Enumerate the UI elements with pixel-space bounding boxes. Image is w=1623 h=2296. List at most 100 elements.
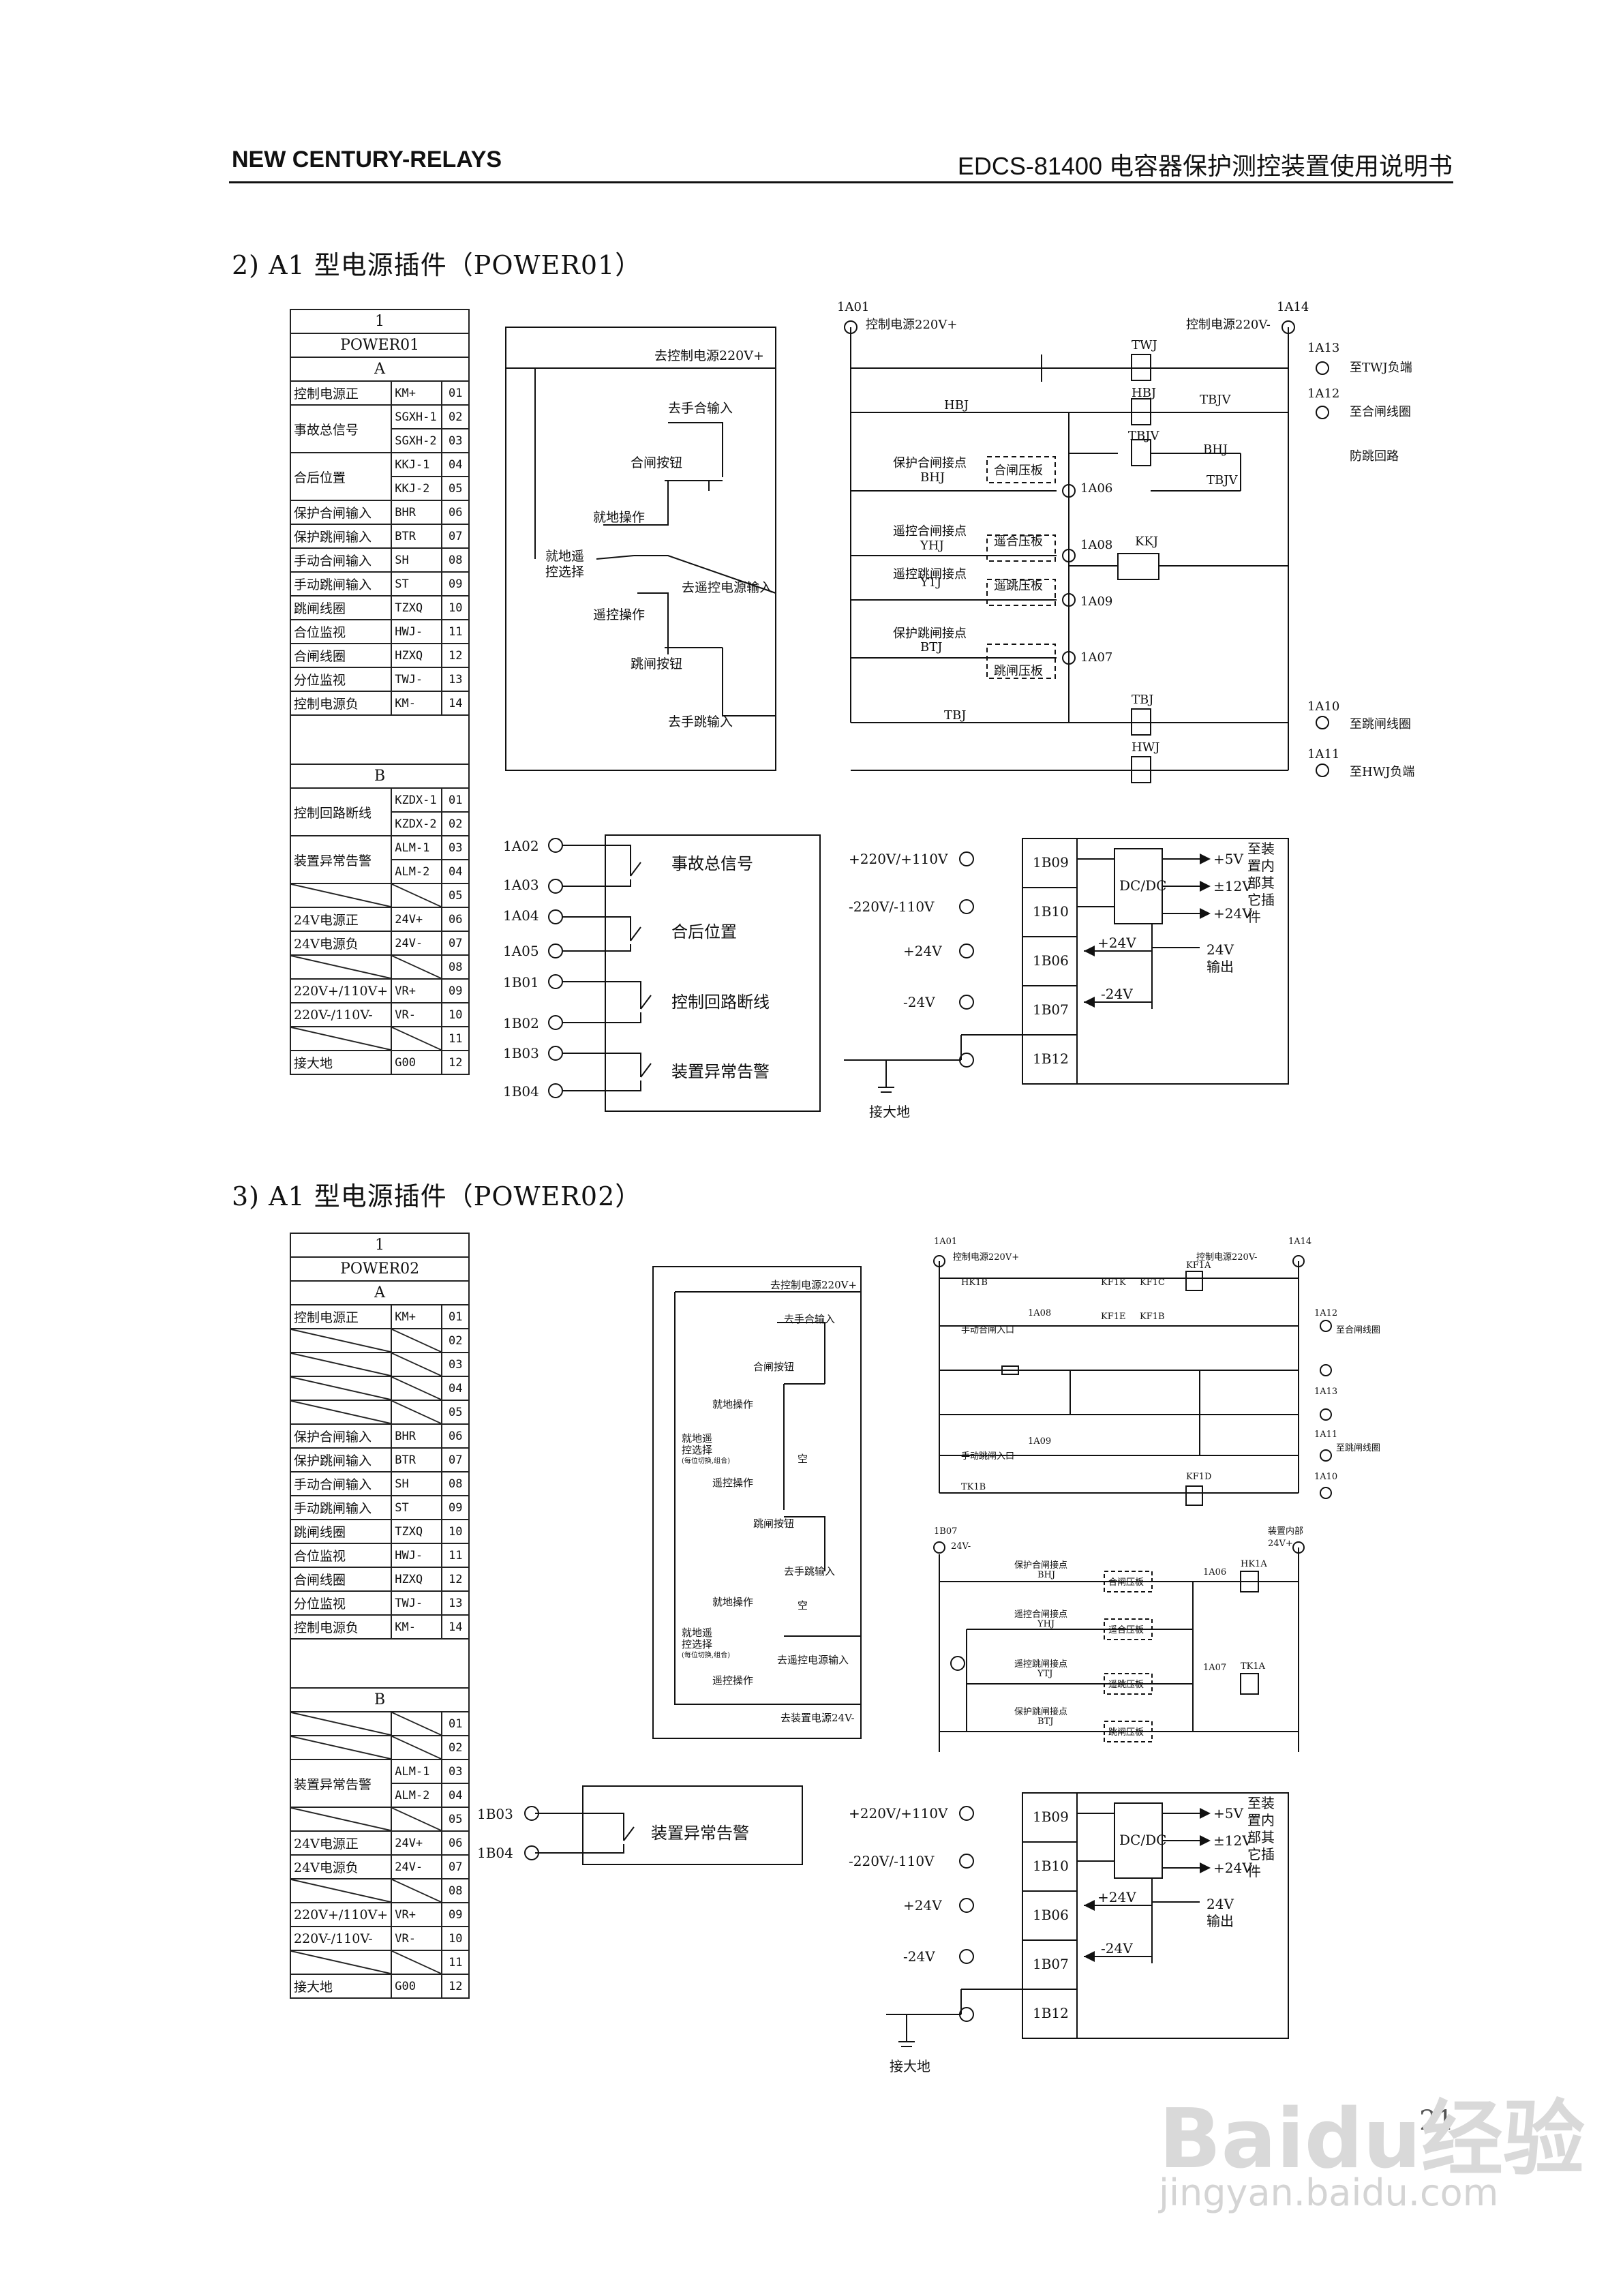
c2-1A11: 1A11 bbox=[1314, 1430, 1337, 1440]
table-cell: BTR bbox=[391, 1447, 443, 1472]
table-cell: KM- bbox=[391, 1614, 443, 1640]
pw2-p24: +24V bbox=[903, 1897, 942, 1914]
c1-plate-rclose: 遥合压板 bbox=[994, 534, 1043, 549]
table-cell: BTR bbox=[391, 524, 443, 549]
signal-box bbox=[605, 834, 821, 1112]
label2-close-button: 合闸按钮 bbox=[753, 1361, 794, 1373]
c2-1A12: 1A12 bbox=[1314, 1308, 1337, 1318]
table-cell-empty bbox=[289, 954, 393, 980]
pw2-ground: 接大地 bbox=[890, 2058, 930, 2074]
table-cell: SGXH-1 bbox=[391, 404, 443, 429]
c1-ytj: YTJ bbox=[920, 575, 941, 590]
table-cell: HWJ- bbox=[391, 1543, 443, 1568]
table-cell: KM+ bbox=[391, 1304, 443, 1329]
c2-kf1d: KF1D bbox=[1186, 1472, 1211, 1482]
sig-1B03: 1B03 bbox=[503, 1045, 539, 1061]
power-box-2 bbox=[1022, 1792, 1289, 2039]
header-right: EDCS-81400 电容器保护测控装置使用说明书 bbox=[957, 152, 1453, 180]
table-cell: 12 bbox=[441, 1050, 470, 1075]
label-close-button: 合闸按钮 bbox=[631, 455, 682, 470]
table-cell-empty bbox=[391, 1735, 443, 1760]
table-cell: KM- bbox=[391, 691, 443, 716]
table-cell: 06 bbox=[441, 1423, 470, 1449]
pw1-B09: 1B09 bbox=[1033, 854, 1069, 871]
table-cell: 保护合闸输入 bbox=[289, 500, 393, 525]
c1-prot-trip: 保护跳闸接点 bbox=[893, 626, 967, 641]
table-cell: 24V+ bbox=[391, 907, 443, 932]
sig-alarm: 装置异常告警 bbox=[671, 1062, 770, 1081]
pw1-v12: ±12V bbox=[1213, 878, 1252, 894]
label2-local-remote-b: 就地遥 bbox=[682, 1627, 712, 1639]
pw2-m24: -24V bbox=[903, 1948, 935, 1965]
c2-kf1a: KF1A bbox=[1186, 1260, 1211, 1271]
table-cell: 分位监视 bbox=[289, 1590, 393, 1616]
label2-remote-op: 遥控操作 bbox=[712, 1477, 753, 1489]
c1-btj: BTJ bbox=[920, 640, 942, 654]
table-cell-empty bbox=[289, 883, 393, 908]
table-cell: HZXQ bbox=[391, 1567, 443, 1592]
table-cell: 跳闸线圈 bbox=[289, 595, 393, 620]
table-cell: 14 bbox=[441, 691, 470, 716]
c1-1A12: 1A12 bbox=[1307, 387, 1339, 401]
sig-ctrl-break: 控制回路断线 bbox=[671, 993, 770, 1012]
table-cell-empty bbox=[289, 1878, 393, 1903]
c1-tbjv: TBJV bbox=[1200, 393, 1231, 407]
table-cell: 06 bbox=[441, 500, 470, 525]
power-box-1 bbox=[1022, 838, 1289, 1085]
c2-24vp: 24V+ bbox=[1268, 1539, 1293, 1549]
pw1-B10: 1B10 bbox=[1033, 903, 1069, 920]
section-title-power01: 2) A1 型电源插件（POWER01） bbox=[232, 250, 642, 280]
c1-hbj-coil: HBJ bbox=[1132, 386, 1156, 400]
table-cell-empty bbox=[289, 1376, 393, 1401]
table-slot: 1 bbox=[289, 1233, 470, 1258]
c1-1A08: 1A08 bbox=[1080, 538, 1112, 552]
pw2-v5: +5V bbox=[1213, 1805, 1243, 1822]
c2-btj: BTJ bbox=[1037, 1717, 1053, 1727]
c1-bhj-anti: BHJ bbox=[1203, 442, 1228, 457]
table-cell: 装置异常告警 bbox=[289, 1759, 393, 1808]
pw1-p24b: +24V bbox=[1097, 935, 1136, 951]
label-remote-op: 遥控操作 bbox=[593, 607, 645, 622]
sig-1A02: 1A02 bbox=[503, 838, 539, 854]
pw2-to-dev3: 部其 bbox=[1247, 1829, 1275, 1845]
label2-trip-button: 跳闸按钮 bbox=[753, 1517, 794, 1530]
label2-empty-b: 空 bbox=[798, 1599, 808, 1612]
table-cell: ALM-1 bbox=[391, 835, 443, 860]
table-model: POWER02 bbox=[289, 1256, 470, 1282]
table-cell: 07 bbox=[441, 931, 470, 956]
table-cell: 控制电源正 bbox=[289, 380, 393, 406]
c2-ytj: YTJ bbox=[1037, 1669, 1052, 1679]
table-cell: 11 bbox=[441, 1950, 470, 1975]
table-cell: VR+ bbox=[391, 1902, 443, 1927]
table-cell-empty bbox=[391, 1328, 443, 1353]
table-cell: 接大地 bbox=[289, 1050, 393, 1075]
c2-1A08: 1A08 bbox=[1028, 1308, 1051, 1318]
pw2-B10: 1B10 bbox=[1033, 1858, 1069, 1874]
table-cell: 02 bbox=[441, 1328, 470, 1353]
table-cell: 跳闸线圈 bbox=[289, 1519, 393, 1544]
label2-local-op: 就地操作 bbox=[712, 1398, 753, 1410]
table-cell: 10 bbox=[441, 1519, 470, 1544]
table-cell: ALM-2 bbox=[391, 859, 443, 884]
c2-plate-trip: 跳闸压板 bbox=[1108, 1727, 1144, 1738]
signal-box-2 bbox=[582, 1785, 803, 1865]
c2-1A10: 1A10 bbox=[1314, 1472, 1337, 1482]
table-cell-empty bbox=[391, 954, 443, 980]
pw1-to-dev5: 件 bbox=[1247, 909, 1261, 925]
label2-note: (每位切换,组合) bbox=[682, 1456, 730, 1465]
c1-1A11: 1A11 bbox=[1307, 747, 1339, 761]
section-title-power02: 3) A1 型电源插件（POWER02） bbox=[232, 1181, 642, 1211]
table-cell: 03 bbox=[441, 835, 470, 860]
table-cell: 02 bbox=[441, 404, 470, 429]
label2-local-remote2: 控选择 bbox=[682, 1444, 712, 1456]
table-cell: ST bbox=[391, 1495, 443, 1520]
table-cell: 手动跳闸输入 bbox=[289, 1495, 393, 1520]
table-cell: 11 bbox=[441, 1543, 470, 1568]
table-cell-empty bbox=[391, 1400, 443, 1425]
label2-remote-op-b: 遥控操作 bbox=[712, 1674, 753, 1687]
pw2-dcdc: DC/DC bbox=[1119, 1832, 1166, 1848]
c2-neg: 控制电源220V- bbox=[1196, 1252, 1257, 1263]
sig2-1B03: 1B03 bbox=[477, 1806, 513, 1822]
pw2-to-dev1: 至装 bbox=[1247, 1795, 1275, 1811]
